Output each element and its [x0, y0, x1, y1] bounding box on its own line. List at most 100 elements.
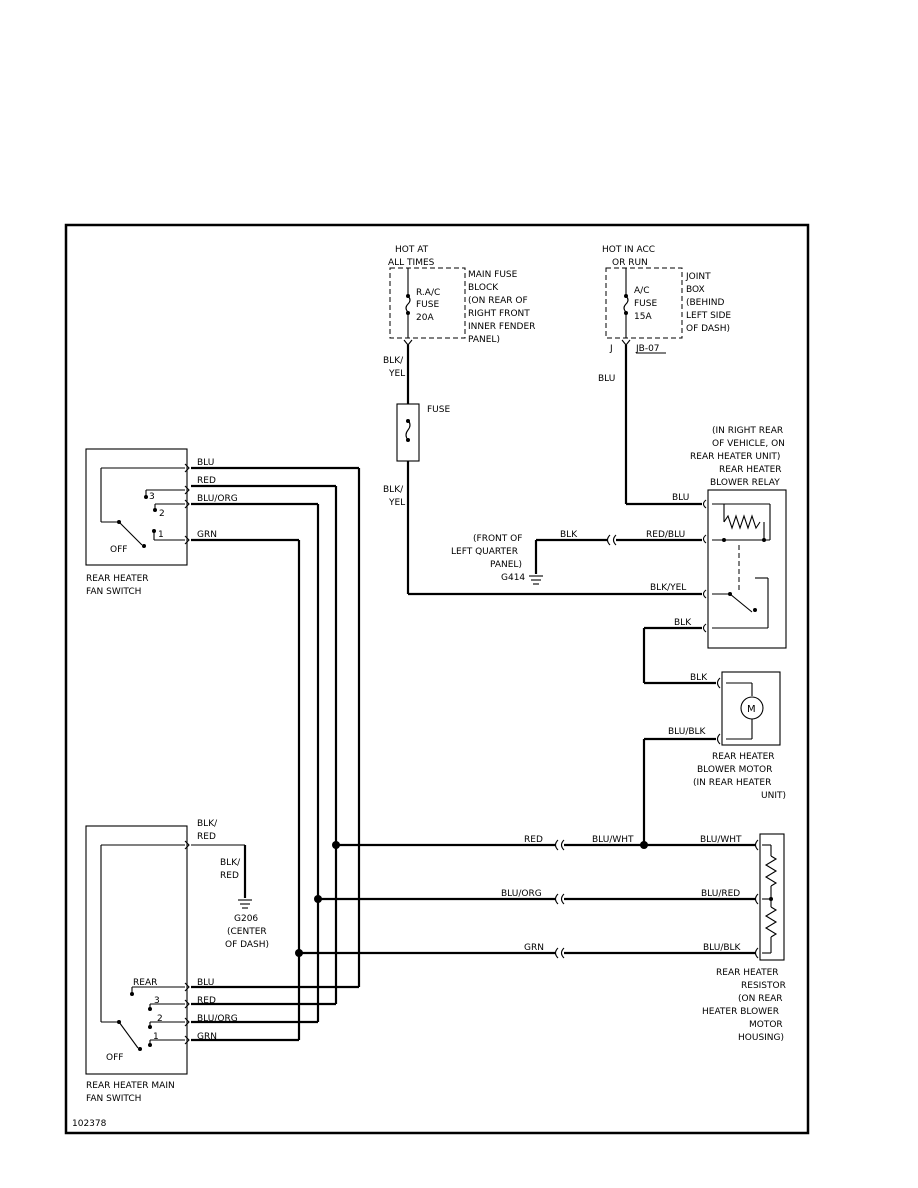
motor-box	[721, 671, 781, 746]
diagram-label: BLU/BLK	[703, 943, 742, 953]
diagram-label: RESISTOR	[741, 981, 786, 991]
diagram-label: BLU/ORG	[197, 494, 238, 504]
diagram-label: 2	[159, 509, 165, 519]
blower-relay: (IN RIGHT REAR OF VEHICLE, ON REAR HEATE…	[690, 426, 787, 649]
diagram-label: BLU/RED	[701, 889, 740, 899]
diagram-label: BLK/	[197, 819, 218, 829]
diagram-label: FUSE	[634, 299, 657, 309]
diagram-label: BLK/	[220, 858, 241, 868]
diagram-label: BLK/YEL	[650, 583, 686, 593]
diagram-label: M	[747, 704, 756, 715]
diagram-label: BLK	[560, 530, 578, 540]
diagram-label: RED	[524, 835, 543, 845]
blu-wire-relay: BLU BLU	[598, 345, 702, 506]
joint-box-pin: J	[609, 344, 613, 354]
diagram-label: UNIT)	[761, 791, 786, 801]
diagram-label: RIGHT FRONT	[468, 309, 530, 319]
relay-motor-wire: BLK BLK	[642, 618, 716, 685]
diagram-label: (FRONT OF	[473, 534, 522, 544]
diagram-label: MAIN FUSE	[468, 270, 518, 280]
diagram-label: PANEL)	[490, 560, 522, 570]
diagram-label: (IN RIGHT REAR	[712, 426, 783, 436]
fan-switch-wires: BLU RED BLU/ORG GRN	[191, 458, 361, 1040]
diagram-label: REAR HEATER	[712, 752, 775, 762]
diagram-label: OR RUN	[612, 258, 648, 268]
diagram-label: BOX	[686, 285, 705, 295]
diagram-label: (ON REAR OF	[468, 296, 528, 306]
fan-switch: 3 2 1 OFF REAR HEATER FAN SWITCH	[85, 448, 190, 597]
diagram-label: FUSE	[416, 300, 439, 310]
diagram-label: BLU/WHT	[592, 835, 634, 845]
blk-yel-wire: BLK/ YEL FUSE BLK/ YEL BLK/YEL	[383, 345, 702, 596]
diagram-label: HEATER BLOWER	[702, 1007, 779, 1017]
main-fan-switch-wires: BLK/ RED BLK/ RED G206 (CENTER OF DASH) …	[191, 819, 359, 1042]
diagram-label: G206	[234, 914, 258, 924]
diagram-label: LEFT QUARTER	[451, 547, 518, 557]
figure-id: 102378	[72, 1119, 107, 1129]
fuse1-header-line2: ALL TIMES	[388, 258, 435, 268]
diagram-label: BLOWER RELAY	[710, 478, 780, 488]
diagram-label: BLU/WHT	[700, 835, 742, 845]
diagram-label: BLU/ORG	[501, 889, 542, 899]
diagram-label: OF DASH)	[686, 324, 730, 334]
relay-box	[707, 489, 787, 649]
diagram-label: R.A/C	[416, 288, 440, 298]
fuse1-header-line1: HOT AT	[395, 245, 429, 255]
diagram-label: OFF	[106, 1053, 123, 1063]
diagram-label: BLU	[672, 493, 689, 503]
diagram-label: 3	[154, 996, 160, 1006]
diagram-label: BLU	[197, 978, 214, 988]
diagram-frame	[64, 223, 810, 1135]
joint-box-connector: JB-07	[635, 344, 660, 354]
diagram-label: 15A	[634, 312, 652, 322]
diagram-label: 2	[157, 1014, 163, 1024]
diagram-label: 1	[158, 530, 164, 540]
diagram-label: BLK	[674, 618, 692, 628]
diagram-label: REAR HEATER	[719, 465, 782, 475]
diagram-label: OF DASH)	[225, 940, 269, 950]
diagram-label: (CENTER	[227, 927, 267, 937]
diagram-label: (IN REAR HEATER	[693, 778, 771, 788]
diagram-label: OF VEHICLE, ON	[712, 439, 785, 449]
splice-blu-wht	[640, 841, 648, 849]
main-fuse-block: HOT AT ALL TIMES R.A/C FUSE 20A MAIN FUS…	[388, 245, 535, 346]
diagram-label: RED	[220, 871, 239, 881]
resistor-element-1	[764, 855, 778, 887]
diagram-label: LEFT SIDE	[686, 311, 731, 321]
fuse2-box	[605, 267, 683, 339]
diagram-label: REAR	[133, 978, 157, 988]
diagram-label: GRN	[524, 943, 544, 953]
diagram-label: MOTOR	[749, 1020, 783, 1030]
diagram-label: G414	[501, 573, 525, 583]
diagram-label: RED/BLU	[646, 530, 685, 540]
inline-fuse-label: FUSE	[427, 405, 450, 415]
fuse1-element	[405, 295, 411, 313]
diagram-label: OFF	[110, 545, 127, 555]
fuse2-element	[623, 295, 629, 313]
inline-fuse-element	[405, 419, 411, 441]
diagram-label: HOUSING)	[738, 1033, 784, 1043]
main-fan-switch-box	[85, 825, 188, 1075]
resistor-bus-wires: RED BLU/WHT BLU/WHT BLU/ORG BLU/RED GRN …	[299, 835, 756, 959]
diagram-label: BLU/BLK	[668, 727, 707, 737]
diagram-label: BLK/	[383, 485, 404, 495]
diagram-label: FAN SWITCH	[86, 1094, 141, 1104]
blower-motor: M REAR HEATER BLOWER MOTOR (IN REAR HEAT…	[693, 671, 786, 801]
diagram-label: YEL	[388, 498, 405, 508]
diagram-label: BLK	[690, 673, 708, 683]
diagram-label: BLU/ORG	[197, 1014, 238, 1024]
diagram-label: BLOWER MOTOR	[697, 765, 772, 775]
diagram-label: 3	[149, 492, 155, 502]
diagram-label: FAN SWITCH	[86, 587, 141, 597]
diagram-label: BLU	[598, 374, 615, 384]
diagram-label: RED	[197, 476, 216, 486]
diagram-label: A/C	[634, 286, 649, 296]
fan-switch-box	[85, 448, 188, 566]
diagram-label: BLOCK	[468, 283, 499, 293]
heater-resistor: REAR HEATER RESISTOR (ON REAR HEATER BLO…	[702, 833, 786, 1043]
diagram-label: HOT IN ACC	[602, 245, 655, 255]
inline-fuse	[396, 403, 420, 462]
joint-box: HOT IN ACC OR RUN A/C FUSE 15A JOINT BOX…	[602, 245, 731, 354]
resistor-element-2	[764, 906, 778, 938]
